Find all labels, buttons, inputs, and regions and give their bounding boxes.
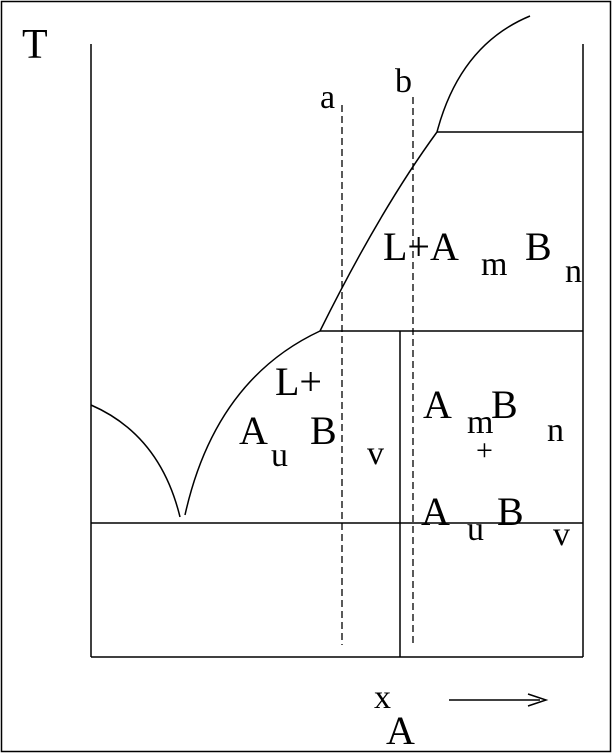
- temperature-axis-label: T: [22, 22, 48, 68]
- region-solid-plus: +: [476, 434, 493, 467]
- region-solid-aubv-b: B: [497, 489, 524, 534]
- region-liquid-ambn-b: B: [525, 224, 552, 269]
- region-liquid-aubv-b: B: [310, 408, 337, 453]
- composition-axis-subscript: A: [386, 708, 415, 753]
- region-solid-aubv-sub-u: u: [467, 511, 484, 548]
- region-liquid-aubv-line1: L+: [275, 359, 322, 404]
- line-label-a: a: [320, 79, 335, 116]
- liquidus-top-branch: [436, 15, 531, 133]
- composition-axis-label: x: [374, 679, 391, 716]
- region-liquid-ambn-main: L+A: [383, 224, 459, 269]
- region-solid-aubv-a: A: [421, 489, 450, 534]
- line-label-b: b: [395, 63, 412, 100]
- region-liquid-aubv-sub-u: u: [271, 437, 288, 474]
- region-solid-ambn-a: A: [423, 382, 452, 427]
- region-solid-ambn-sub-m: m: [467, 404, 493, 441]
- liquidus-middle-branch: [184, 330, 321, 516]
- region-liquid-aubv-sub-v: v: [367, 435, 384, 472]
- liquidus-left-branch: [90, 404, 181, 518]
- liquidus-upper-branch: [319, 131, 438, 332]
- region-solid-aubv-sub-v: v: [553, 516, 570, 553]
- region-liquid-ambn-sub-m: m: [481, 246, 507, 283]
- region-liquid-ambn-sub-n: n: [565, 253, 582, 290]
- region-liquid-aubv-a: A: [239, 408, 268, 453]
- region-solid-ambn-sub-n: n: [547, 412, 564, 449]
- region-solid-ambn-b: B: [491, 382, 518, 427]
- arrow-icon: [527, 693, 549, 707]
